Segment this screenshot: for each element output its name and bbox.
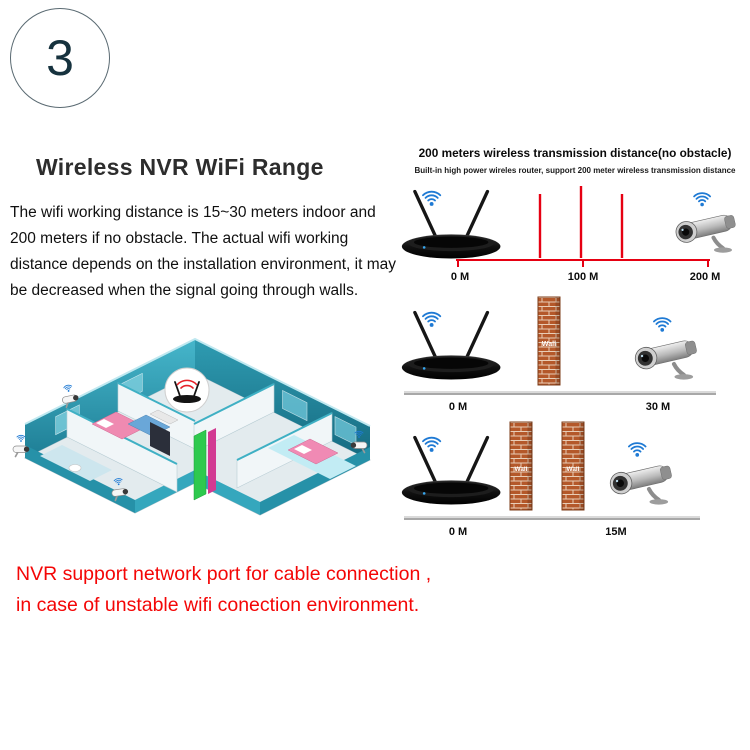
wall-top-edge: [24, 337, 371, 427]
nvr-router-bubble: [164, 367, 210, 413]
distance-label-0m: 0 M: [449, 401, 467, 413]
wifi-camera-icon: [633, 318, 698, 379]
signal-range-markers: [538, 186, 624, 258]
distance-label-0m: 0 M: [449, 526, 467, 538]
footer-note: NVR support network port for cable conne…: [16, 559, 431, 621]
wall-label-2: Wall: [567, 466, 580, 473]
brick-wall-2: Wall: [561, 421, 585, 511]
home-installation-illustration: [0, 337, 371, 516]
range-diagram-one-wall: Wall 0 M 30 M: [400, 296, 716, 413]
distance-label-30m: 30 M: [646, 401, 670, 413]
footer-note-line2: in case of unstable wifi conection envir…: [16, 594, 420, 616]
nvr-router-icon: [402, 192, 501, 259]
house-room-dividers: [66, 382, 333, 493]
wall-label: Wall: [542, 341, 556, 348]
wall-label-1: Wall: [515, 466, 528, 473]
step-number: 3: [46, 30, 74, 86]
distance-label-100m: 100 M: [568, 271, 599, 283]
distance-label-15m: 15M: [605, 526, 626, 538]
step-badge: 3: [10, 8, 110, 108]
nvr-router-icon: [402, 438, 501, 505]
range-heading: 200 meters wireless transmission distanc…: [418, 146, 732, 160]
distance-ticks: [457, 260, 709, 267]
range-diagram-no-obstacle: 0 M 100 M 200 M: [400, 186, 750, 283]
page-title: Wireless NVR WiFi Range: [36, 154, 324, 180]
range-diagram-two-walls: Wall Wall 0 M 15M: [400, 421, 700, 538]
brick-wall-1: Wall: [509, 421, 533, 511]
house-furniture: [68, 409, 339, 501]
wifi-camera-icon: [674, 193, 737, 253]
distance-label-0m: 0 M: [451, 271, 469, 283]
wifi-camera-icon: [608, 443, 673, 504]
distance-label-200m: 200 M: [690, 271, 721, 283]
range-subheading: Built-in high power wireles router, supp…: [414, 166, 736, 175]
nvr-router-icon: [402, 313, 501, 380]
brick-wall: Wall: [537, 296, 561, 386]
intro-text: The wifi working distance is 15~30 meter…: [10, 204, 397, 299]
footer-note-line1: NVR support network port for cable conne…: [16, 563, 432, 585]
